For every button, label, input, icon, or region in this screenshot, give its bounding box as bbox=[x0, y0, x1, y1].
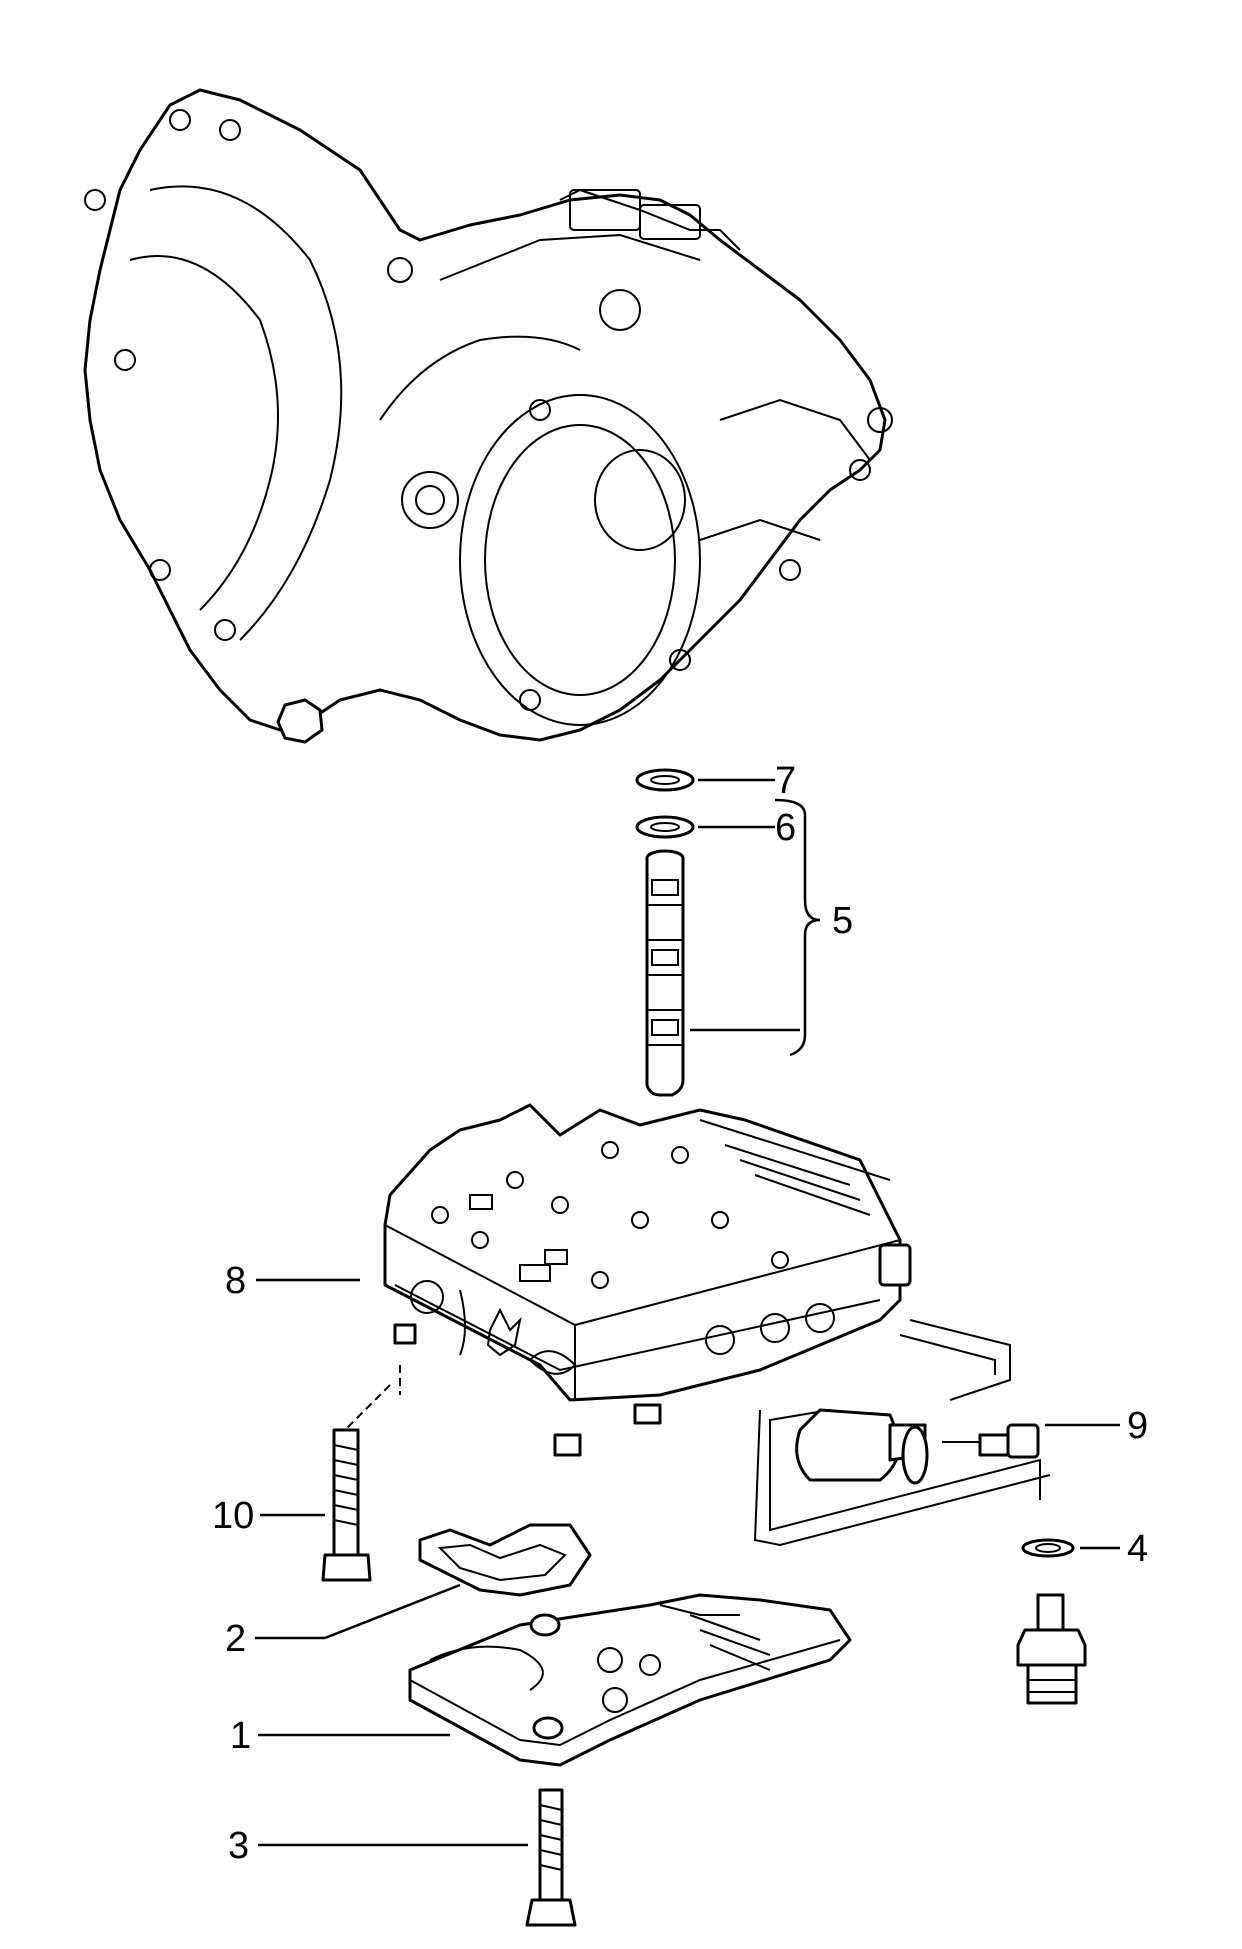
transmission-housing bbox=[83, 88, 893, 744]
callout-3: 3 bbox=[228, 1825, 249, 1867]
washer-6 bbox=[635, 815, 695, 839]
connector-plug bbox=[1016, 1593, 1087, 1705]
callout-8: 8 bbox=[225, 1260, 246, 1302]
bolt-10 bbox=[321, 1365, 401, 1582]
seal-4 bbox=[1021, 1538, 1075, 1558]
selector-valve-5 bbox=[645, 849, 685, 1097]
bolt-3 bbox=[525, 1788, 577, 1927]
gasket-2 bbox=[418, 1523, 592, 1597]
callout-7: 7 bbox=[775, 760, 796, 802]
callout-5: 5 bbox=[832, 900, 853, 942]
callout-1: 1 bbox=[230, 1715, 251, 1757]
callout-2: 2 bbox=[225, 1618, 246, 1660]
oil-filter-1 bbox=[408, 1593, 852, 1767]
callout-6: 6 bbox=[775, 807, 796, 849]
sensor-9 bbox=[753, 1319, 1051, 1547]
callout-10: 10 bbox=[212, 1495, 254, 1537]
valve-body-8 bbox=[383, 1103, 912, 1457]
callout-9: 9 bbox=[1127, 1405, 1148, 1447]
callout-4: 4 bbox=[1127, 1528, 1148, 1570]
callout-labels: 7 6 5 8 9 4 10 2 1 3 bbox=[212, 760, 1148, 1867]
washer-7 bbox=[635, 768, 695, 792]
leader-lines bbox=[255, 778, 1120, 1847]
